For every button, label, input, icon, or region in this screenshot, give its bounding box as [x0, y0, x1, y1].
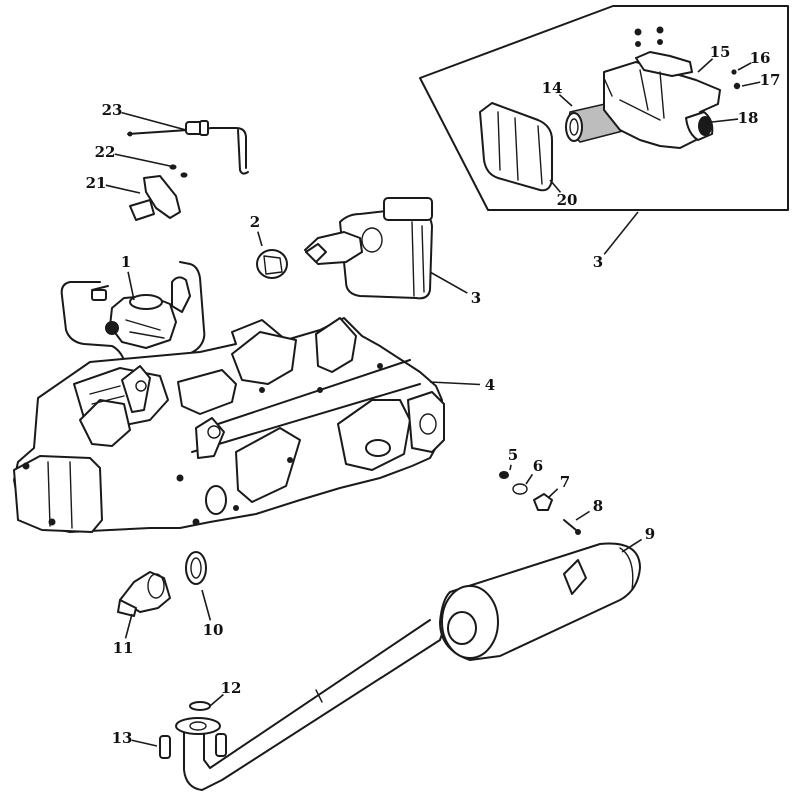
- muffler-part: [439, 542, 641, 661]
- exhaust-nuts: [159, 733, 227, 759]
- bushing-7: [533, 493, 553, 511]
- intake-manifold-part: [117, 571, 171, 617]
- callout-c8: 8: [575, 497, 603, 521]
- screw-16: [731, 69, 737, 75]
- callout-c11: 11: [113, 613, 134, 657]
- leader-line: [201, 589, 212, 621]
- callout-number: 20: [557, 191, 578, 209]
- leader-line: [741, 81, 761, 87]
- callout-number: 4: [485, 376, 495, 394]
- callout-c15: 15: [697, 43, 731, 73]
- callout-number: 8: [593, 497, 603, 515]
- callout-number: 10: [203, 621, 224, 639]
- leader-line: [525, 473, 534, 485]
- washer-17: [733, 82, 741, 90]
- leader-line: [429, 271, 468, 294]
- callout-number: 2: [250, 213, 260, 231]
- callout-number: 22: [95, 143, 116, 161]
- intake-clamp-part: [256, 249, 288, 279]
- leader-line: [131, 739, 158, 747]
- callout-c7: 7: [547, 473, 570, 499]
- leader-line: [209, 693, 224, 707]
- callout-number: 23: [102, 101, 123, 119]
- leader-line: [603, 211, 639, 255]
- bracket-part: [129, 175, 181, 221]
- leader-line: [121, 111, 187, 131]
- callout-number: 1: [121, 253, 131, 271]
- callout-number: 18: [738, 109, 759, 127]
- callout-c20: 20: [549, 179, 578, 209]
- callout-c9: 9: [621, 525, 655, 553]
- callout-c2: 2: [250, 213, 263, 247]
- leader-line: [621, 538, 643, 553]
- choke-cable-part: [127, 120, 249, 175]
- air-cleaner-screws: [634, 26, 664, 47]
- leader-line: [547, 488, 559, 499]
- callout-c6: 6: [525, 457, 543, 485]
- callout-number: 17: [760, 71, 781, 89]
- callout-c23: 23: [102, 101, 187, 131]
- leader-line: [549, 179, 562, 193]
- leader-line: [558, 94, 573, 107]
- leader-line: [509, 464, 512, 471]
- air-cleaner-cover-part: [479, 102, 553, 192]
- nut-5: [499, 471, 509, 479]
- callout-c10: 10: [201, 589, 224, 639]
- callout-c16: 16: [737, 49, 771, 71]
- callout-number: 3: [471, 289, 481, 307]
- callout-number: 15: [710, 43, 731, 61]
- callout-number: 12: [221, 679, 242, 697]
- callout-c13: 13: [112, 729, 158, 747]
- callout-number: 13: [112, 729, 133, 747]
- callout-number: 3: [593, 253, 603, 271]
- callout-c4: 4: [429, 376, 495, 394]
- leader-line: [114, 153, 171, 167]
- callout-c5: 5: [508, 446, 518, 471]
- washer-6: [512, 483, 528, 495]
- leader-line: [124, 613, 133, 639]
- callout-c18: 18: [711, 109, 759, 127]
- bolt-8: [563, 519, 577, 531]
- leader-line: [429, 381, 481, 386]
- callout-c3b: 3: [593, 211, 639, 271]
- callout-c22: 22: [95, 143, 171, 167]
- callout-c17: 17: [741, 71, 781, 89]
- leader-line: [105, 184, 141, 194]
- callout-number: 11: [113, 639, 134, 657]
- leader-line: [257, 231, 263, 247]
- callout-c21: 21: [86, 174, 141, 194]
- leader-line: [697, 58, 714, 73]
- connecting-tube-part: [685, 111, 714, 141]
- screws-22: [169, 164, 188, 178]
- callout-c3a: 3: [429, 271, 481, 307]
- air-box-part: [304, 197, 433, 300]
- leader-line: [711, 118, 739, 123]
- leader-line: [127, 271, 135, 301]
- callout-number: 5: [508, 446, 518, 464]
- callout-c12: 12: [209, 679, 242, 707]
- gasket-part: [185, 551, 207, 585]
- callout-number: 7: [560, 473, 570, 491]
- engine-assembly-part: [13, 317, 445, 533]
- callout-number: 16: [750, 49, 771, 67]
- callout-number: 9: [645, 525, 655, 543]
- mount-hardware: [499, 471, 581, 535]
- callout-number: 21: [86, 174, 107, 192]
- air-cleaner-detail-frame: [419, 5, 789, 211]
- callout-number: 14: [542, 79, 563, 97]
- carburetor-part: [60, 261, 206, 363]
- callout-c1: 1: [121, 253, 135, 301]
- callout-number: 6: [533, 457, 543, 475]
- callout-c14: 14: [542, 79, 573, 107]
- leader-line: [575, 510, 590, 521]
- exhaust-pipe-part: [175, 619, 445, 791]
- leader-line: [737, 62, 752, 71]
